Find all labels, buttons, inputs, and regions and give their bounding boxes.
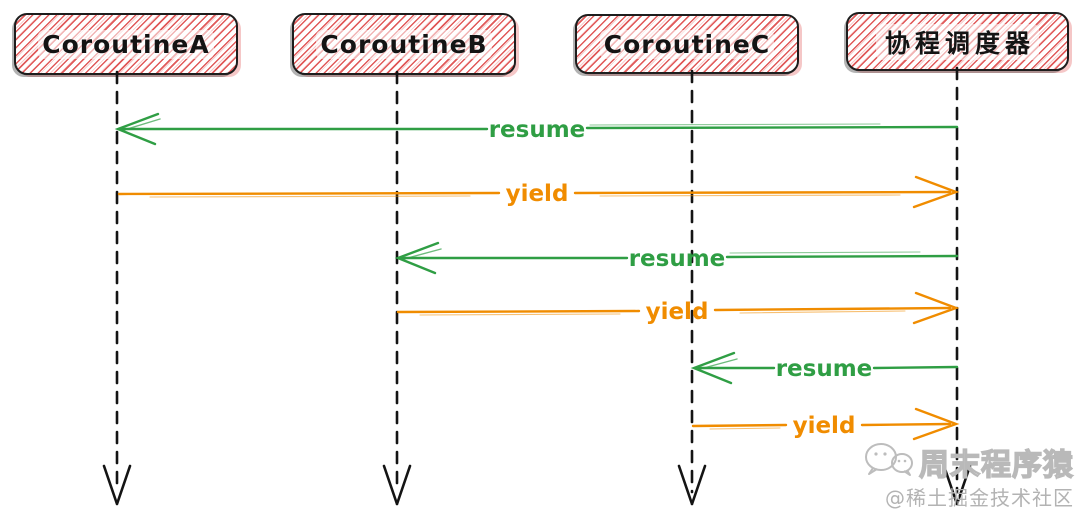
actor-label-coroutine-c: CoroutineC: [599, 29, 775, 59]
actor-box-coroutine-a: CoroutineA: [14, 13, 238, 75]
actor-box-coroutine-b: CoroutineB: [292, 13, 516, 75]
lifeline-coroutine-c: [677, 69, 707, 506]
message-label-resume-3: resume: [776, 356, 873, 382]
message-resume-to-c: [690, 351, 959, 385]
actor-label-coroutine-b: CoroutineB: [316, 29, 492, 59]
message-label-yield-2: yield: [646, 299, 709, 325]
message-yield-from-a: [117, 175, 960, 209]
lifeline-coroutine-b: [382, 70, 412, 506]
lifeline-coroutine-a: [102, 70, 132, 506]
message-label-yield-1: yield: [506, 181, 569, 207]
message-label-yield-3: yield: [793, 413, 856, 439]
message-label-resume-2: resume: [629, 246, 726, 272]
actor-box-coroutine-c: CoroutineC: [575, 14, 799, 74]
message-yield-from-c: [691, 407, 960, 441]
actor-label-coroutine-a: CoroutineA: [38, 29, 214, 59]
lifeline-scheduler: [942, 66, 972, 506]
message-label-resume-1: resume: [489, 117, 586, 143]
message-yield-from-b: [396, 291, 960, 325]
message-resume-to-a: [114, 112, 959, 146]
message-resume-to-b: [394, 241, 959, 275]
actor-label-scheduler: 协程调度器: [875, 23, 1039, 60]
